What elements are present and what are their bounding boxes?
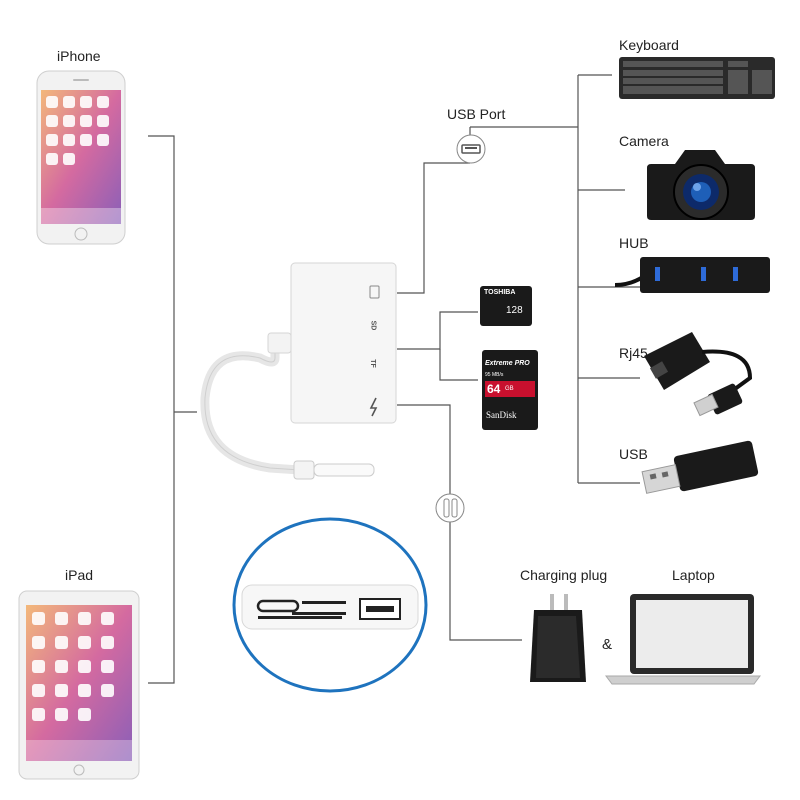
rj45-label: Rj45 — [619, 345, 648, 361]
adapter-port-tf: TF — [368, 359, 376, 368]
sd-unit: GB — [505, 386, 514, 392]
microsd-card: TOSHIBA 128 — [480, 286, 532, 326]
sd-card: Extreme PRO 95 MB/s 64 GB SanDisk — [482, 350, 538, 430]
lightning-connector-icon — [435, 493, 465, 523]
iphone-image — [36, 70, 126, 245]
charging-plug-image — [530, 594, 586, 682]
usb-port-label: USB Port — [447, 106, 506, 122]
microsd-brand: TOSHIBA — [484, 289, 516, 296]
usb-port-icon — [456, 134, 486, 164]
sd-speed: 95 MB/s — [485, 372, 504, 378]
adapter-port-sd: SD — [369, 320, 377, 331]
keyboard-image — [619, 57, 775, 99]
sd-series: Extreme PRO — [485, 360, 530, 367]
rj45-image — [644, 332, 753, 417]
sd-brand: SanDisk — [486, 410, 517, 420]
usb-stick-image — [641, 440, 759, 494]
iphone-label: iPhone — [57, 48, 101, 64]
sd-red-band — [485, 381, 535, 397]
usb-label: USB — [619, 446, 648, 462]
laptop-image — [605, 594, 761, 685]
ipad-label: iPad — [65, 567, 94, 583]
hub-image — [615, 257, 770, 293]
camera-image — [647, 150, 755, 220]
laptop-label: Laptop — [672, 567, 715, 583]
keyboard-label: Keyboard — [619, 37, 679, 53]
charging-plug-label: Charging plug — [520, 567, 608, 583]
sd-capacity: 64 — [487, 382, 501, 396]
port-closeup — [232, 517, 428, 693]
adapter-image — [200, 262, 397, 480]
microsd-capacity: 128 — [506, 305, 523, 316]
hub-label: HUB — [619, 235, 649, 251]
camera-label: Camera — [619, 133, 669, 149]
ipad-image — [18, 590, 140, 780]
ampersand-label: & — [602, 636, 613, 653]
